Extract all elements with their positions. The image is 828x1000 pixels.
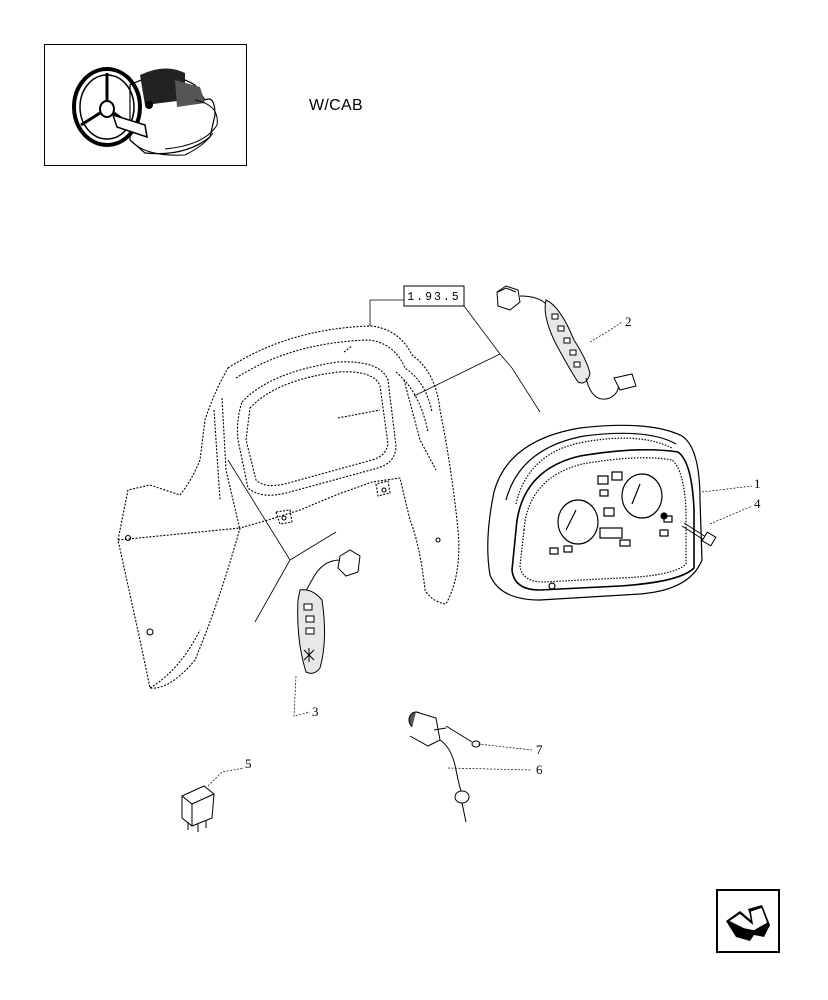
next-page-button[interactable] — [716, 889, 780, 953]
callout-5: 5 — [245, 756, 252, 771]
reference-leader-lines — [227, 299, 541, 623]
reference-label: 1.93.5 — [407, 291, 460, 304]
callout-3: 3 — [312, 704, 319, 719]
thumbnail-frame — [44, 44, 247, 166]
switch-with-wire-icon — [496, 285, 637, 400]
dashboard-cover-panel-icon — [117, 325, 460, 689]
sensor-with-lead-icon — [408, 711, 481, 823]
callout-leaders — [207, 321, 753, 787]
instrument-cluster-icon — [487, 424, 703, 601]
reference-box — [403, 285, 465, 307]
variant-label: W/CAB — [309, 97, 363, 114]
next-page-arrow-icon — [726, 905, 770, 941]
callout-1: 1 — [754, 476, 761, 491]
callout-6: 6 — [536, 762, 543, 777]
steering-wheel-cab-icon — [72, 67, 218, 156]
callout-7: 7 — [536, 742, 543, 757]
screw-icon — [681, 522, 717, 547]
callout-2: 2 — [625, 314, 632, 329]
switch-with-wire-icon — [297, 549, 361, 674]
relay-icon — [181, 785, 215, 832]
callout-4: 4 — [754, 496, 761, 511]
